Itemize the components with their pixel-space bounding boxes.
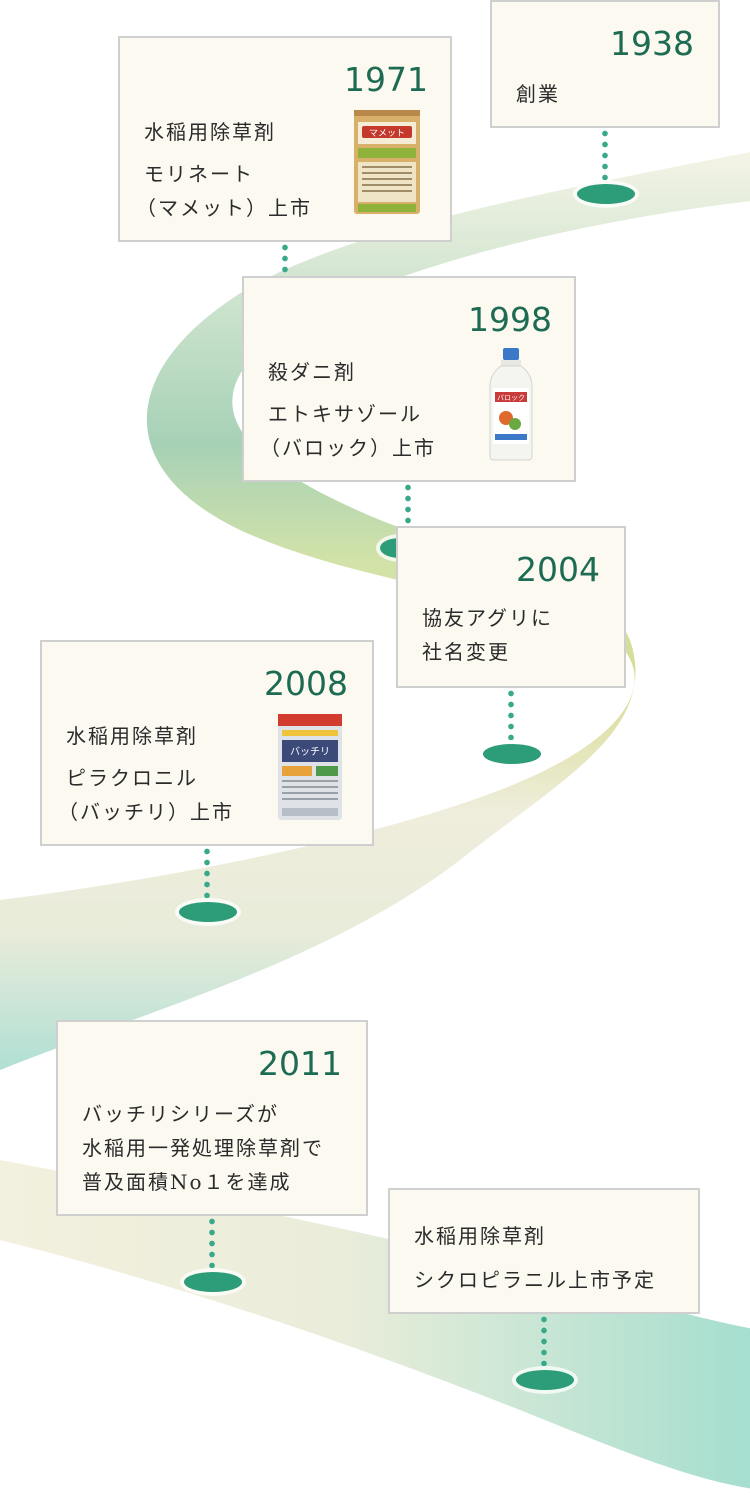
event-text: 水稲用一発処理除草剤で [82,1136,324,1160]
timeline-pin-future [516,1370,574,1390]
year-label: 1971 [344,60,428,99]
timeline-pin-2004 [483,744,541,764]
timeline-card-1998: 1998 殺ダニ剤 エトキサゾール （バロック）上市 バロック [242,276,576,482]
timeline-card-future: 水稲用除草剤 シクロピラニル上市予定 [388,1188,700,1314]
year-label: 2008 [264,664,348,703]
event-text: （バロック）上市 [260,436,436,460]
mamet-product-bag: マメット [354,110,420,214]
year-label: 2011 [258,1044,342,1083]
timeline-card-2004: 2004 協友アグリに 社名変更 [396,526,626,688]
barokku-product-bottle: バロック [489,348,533,461]
product-brand: バロック [497,394,525,402]
event-text: 水稲用除草剤 [414,1224,546,1248]
event-text: 協友アグリに [422,606,553,630]
timeline-pin-1938 [577,184,635,204]
event-text: 水稲用除草剤 [144,120,276,144]
event-text: エトキサゾール [268,402,422,426]
connector-1938 [602,128,608,186]
year-label: 1998 [468,300,552,339]
connector-1998 [405,482,411,530]
event-text: シクロピラニル上市予定 [414,1268,656,1292]
connector-2011 [209,1216,215,1274]
timeline-card-2011: 2011 バッチリシリーズが 水稲用一発処理除草剤で 普及面積No１を達成 [56,1020,368,1216]
event-text: （マメット）上市 [136,196,312,220]
event-text: 殺ダニ剤 [268,360,356,384]
road-upper-curve [0,151,750,1070]
connector-2004 [508,688,514,744]
timeline-pin-2008 [179,902,237,922]
event-text: バッチリシリーズが [82,1102,279,1126]
timeline-card-1938: 1938 創業 [490,0,720,128]
event-text: 創業 [516,82,560,106]
year-label: 2004 [516,550,600,589]
product-brand: バッチリ [290,746,330,758]
event-text: 普及面積No１を達成 [82,1170,292,1194]
event-text: モリネート [144,162,254,186]
event-text: 水稲用除草剤 [66,724,198,748]
connector-1971 [282,242,288,276]
year-label: 1938 [610,24,694,63]
event-text: ピラクロニル [66,766,198,790]
connector-2008 [204,846,210,902]
timeline-card-2008: 2008 水稲用除草剤 ピラクロニル （バッチリ）上市 バッチリ [40,640,374,846]
batchiri-product-bag: バッチリ [278,714,342,820]
road-lower-curve [0,1160,750,1489]
product-brand: マメット [369,129,405,139]
timeline-pin-2011 [184,1272,242,1292]
connector-future [541,1314,547,1370]
event-text: （バッチリ）上市 [58,800,234,824]
event-text: 社名変更 [422,640,510,664]
timeline-card-1971: 1971 水稲用除草剤 モリネート （マメット）上市 マメット [118,36,452,242]
